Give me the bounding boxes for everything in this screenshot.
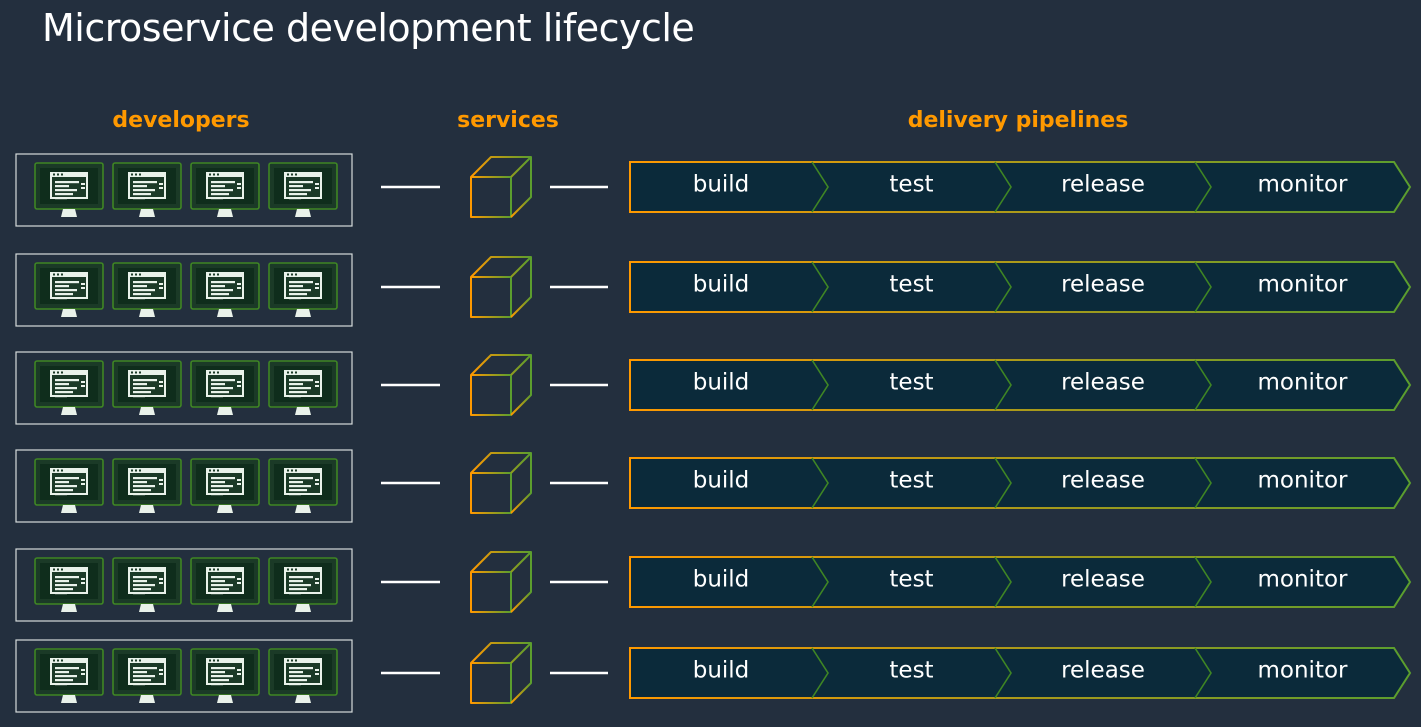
stage-test: test	[889, 658, 933, 684]
stage-monitor: monitor	[1258, 658, 1349, 684]
monitor-icon	[34, 458, 104, 513]
stage-test: test	[889, 370, 933, 396]
delivery-pipeline: build test release monitor	[629, 161, 1412, 213]
monitor-icon	[268, 360, 338, 415]
cube-icon	[470, 156, 532, 218]
stage-build: build	[693, 272, 750, 298]
stage-monitor: monitor	[1258, 172, 1349, 198]
services-header: services	[457, 108, 559, 133]
monitor-icon	[34, 557, 104, 612]
delivery-pipeline: build test release monitor	[629, 457, 1412, 509]
delivery-pipeline: build test release monitor	[629, 359, 1412, 411]
monitor-icon	[268, 262, 338, 317]
cube-icon	[470, 256, 532, 318]
delivery-pipelines-header: delivery pipelines	[907, 108, 1129, 133]
monitor-icon	[190, 162, 260, 217]
delivery-pipeline: build test release monitor	[629, 556, 1412, 608]
stage-release: release	[1061, 567, 1145, 593]
developer-group	[15, 351, 353, 425]
lifecycle-row: build test release monitor	[15, 639, 1412, 713]
lifecycle-row: build test release monitor	[15, 153, 1412, 227]
delivery-pipeline: build test release monitor	[629, 261, 1412, 313]
developer-group	[15, 639, 353, 713]
monitor-icon	[112, 360, 182, 415]
monitor-icon	[34, 648, 104, 703]
developer-group	[15, 449, 353, 523]
monitor-icon	[112, 557, 182, 612]
monitor-icon	[34, 360, 104, 415]
monitor-icon	[190, 557, 260, 612]
stage-monitor: monitor	[1258, 370, 1349, 396]
cube-icon	[470, 354, 532, 416]
stage-build: build	[693, 172, 750, 198]
monitor-icon	[190, 648, 260, 703]
stage-build: build	[693, 567, 750, 593]
stage-release: release	[1061, 272, 1145, 298]
monitor-icon	[112, 648, 182, 703]
lifecycle-row: build test release monitor	[15, 351, 1412, 425]
lifecycle-row: build test release monitor	[15, 253, 1412, 327]
developer-group	[15, 253, 353, 327]
stage-release: release	[1061, 370, 1145, 396]
delivery-pipeline: build test release monitor	[629, 647, 1412, 699]
monitor-icon	[112, 458, 182, 513]
stage-monitor: monitor	[1258, 468, 1349, 494]
stage-test: test	[889, 172, 933, 198]
stage-test: test	[889, 272, 933, 298]
cube-icon	[470, 642, 532, 704]
stage-test: test	[889, 468, 933, 494]
stage-build: build	[693, 370, 750, 396]
stage-monitor: monitor	[1258, 272, 1349, 298]
stage-release: release	[1061, 172, 1145, 198]
stage-build: build	[693, 658, 750, 684]
stage-build: build	[693, 468, 750, 494]
lifecycle-row: build test release monitor	[15, 449, 1412, 523]
monitor-icon	[34, 262, 104, 317]
developer-group	[15, 153, 353, 227]
monitor-icon	[268, 162, 338, 217]
developers-header: developers	[112, 108, 250, 133]
page-title: Microservice development lifecycle	[42, 6, 695, 50]
stage-test: test	[889, 567, 933, 593]
monitor-icon	[268, 648, 338, 703]
monitor-icon	[190, 262, 260, 317]
lifecycle-row: build test release monitor	[15, 548, 1412, 622]
monitor-icon	[112, 262, 182, 317]
monitor-icon	[190, 458, 260, 513]
monitor-icon	[190, 360, 260, 415]
cube-icon	[470, 452, 532, 514]
monitor-icon	[112, 162, 182, 217]
monitor-icon	[268, 458, 338, 513]
cube-icon	[470, 551, 532, 613]
stage-monitor: monitor	[1258, 567, 1349, 593]
monitor-icon	[34, 162, 104, 217]
developer-group	[15, 548, 353, 622]
monitor-icon	[268, 557, 338, 612]
stage-release: release	[1061, 468, 1145, 494]
stage-release: release	[1061, 658, 1145, 684]
